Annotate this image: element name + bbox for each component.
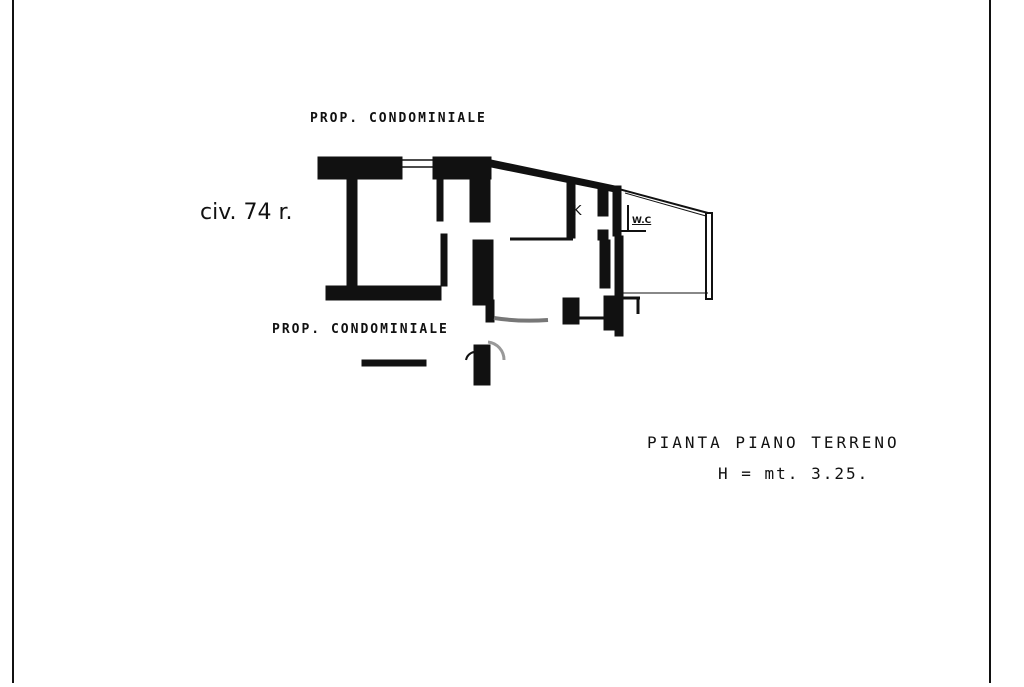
label-civic-number: civ. 74 r. [200,200,293,225]
wall-wc-left [612,185,622,237]
wall-central-lower [472,239,494,306]
terrace-right [705,212,713,300]
wall-right-lower [614,235,624,337]
wall-service [599,239,611,289]
building-walls [317,156,713,386]
door-swing [465,351,475,361]
wall-left-partition-upper [436,176,444,222]
label-room-kitchen: K [573,204,583,219]
wall-top-left [317,156,403,180]
entrance-arc [487,340,506,361]
wall-central-upper [469,164,491,223]
label-plan-title: PIANTA PIANO TERRENO [647,433,900,452]
wall-kitchen-right-stub [597,229,609,241]
wall-kitchen-left [566,182,576,239]
wall-left-partition-lower [440,233,448,287]
wall-entrance [473,344,491,386]
wall-bottom-right [603,295,619,331]
label-plan-height: H = mt. 3.25. [718,464,870,483]
terrace-top-inner [624,192,707,217]
wall-bottom-mid [562,297,580,325]
wall-left-room [346,176,358,288]
terrace-top-line [614,187,709,214]
wall-kitchen-right [597,185,609,217]
label-prop-condominiale-bottom: PROP. CONDOMINIALE [272,322,449,337]
label-prop-condominiale-top: PROP. CONDOMINIALE [310,111,487,126]
landing-bar [361,359,427,367]
wall-central-foot [485,299,495,323]
wall-bottom-curve [493,316,549,323]
label-room-wc: W.C [632,216,652,226]
wall-bottom-left [325,285,442,301]
wall-top-slanted [490,159,616,193]
